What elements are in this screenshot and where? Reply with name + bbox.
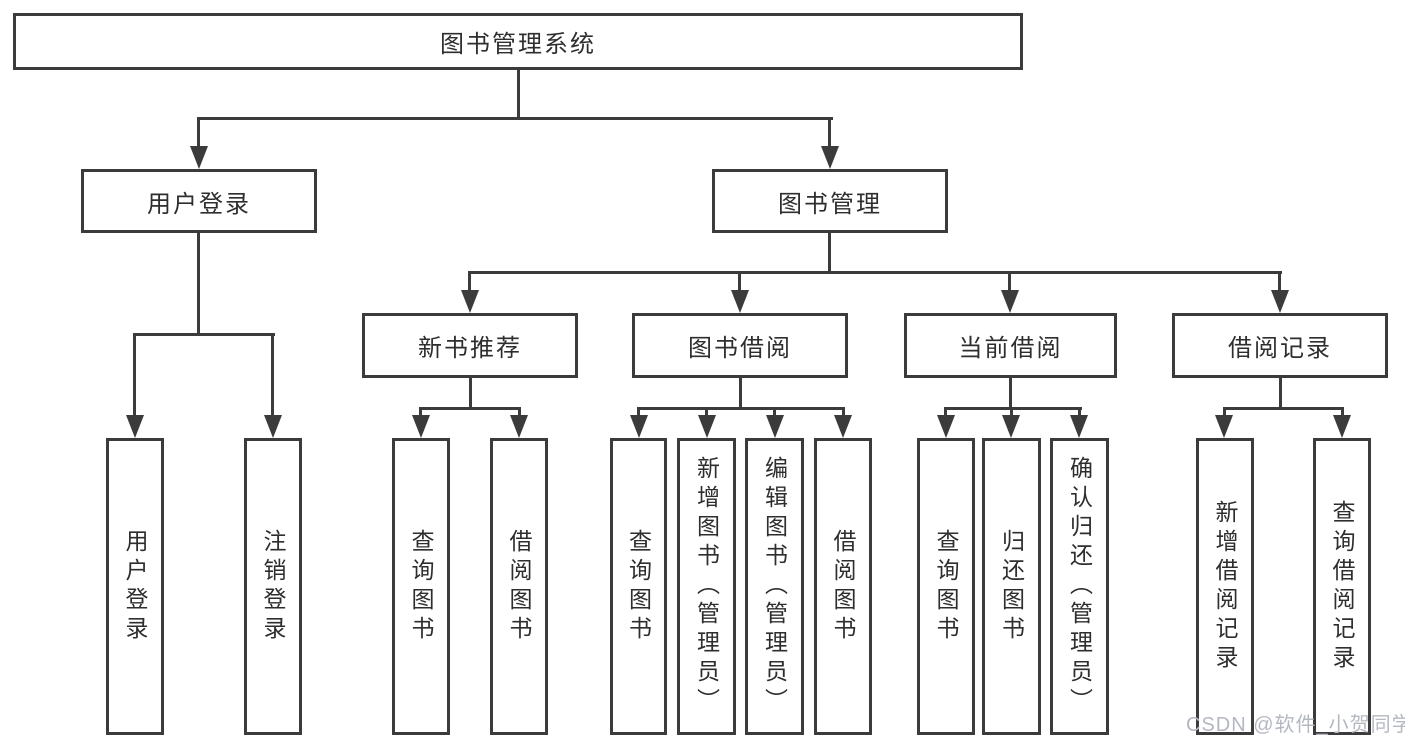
connector-line [271, 333, 274, 418]
arrow-down-icon [630, 415, 648, 438]
node-label: 查询借阅记录 [1329, 499, 1355, 674]
node-label: 新书推荐 [418, 335, 522, 362]
connector-line [1278, 271, 1281, 295]
node-label: 查询图书 [408, 528, 434, 645]
connector-line [828, 231, 831, 274]
node-label: 图书借阅 [688, 335, 792, 362]
node-label: 归还图书 [998, 528, 1025, 645]
connector-line [197, 232, 200, 336]
arrow-down-icon [264, 415, 282, 438]
node-label: 当前借阅 [958, 335, 1063, 362]
connector-line [197, 117, 200, 150]
connector-line [517, 69, 520, 120]
arrow-down-icon [821, 146, 839, 169]
connector-line [1341, 407, 1344, 419]
connector-line [1008, 271, 1011, 295]
connector-line [197, 117, 833, 120]
connector-line [468, 271, 1282, 274]
node-query-borrow-record: 查询借阅记录 [1313, 438, 1371, 735]
arrow-down-icon [731, 290, 749, 313]
node-label: 编辑图书（管理员） [761, 456, 788, 717]
connector-line [944, 407, 1082, 410]
connector-line [637, 407, 845, 410]
connector-line [1009, 377, 1012, 410]
node-logout: 注销登录 [244, 438, 302, 735]
node-current-borrow: 当前借阅 [904, 313, 1117, 378]
connector-line [133, 333, 136, 418]
node-label: 新增图书（管理员） [693, 456, 720, 717]
node-library-system: 图书管理系统 [13, 13, 1023, 70]
connector-line [828, 117, 831, 150]
arrow-down-icon [126, 415, 144, 438]
node-user-login-action: 用户登录 [106, 438, 164, 735]
arrow-down-icon [412, 415, 430, 438]
arrow-down-icon [461, 290, 479, 313]
node-label: 用户登录 [122, 528, 148, 645]
connector-line [1010, 407, 1013, 419]
node-edit-book-admin: 编辑图书（管理员） [745, 438, 804, 735]
node-label: 用户登录 [147, 190, 251, 218]
connector-line [1279, 377, 1282, 410]
connector-line [419, 407, 521, 410]
connector-line [773, 407, 776, 419]
arrow-down-icon [190, 146, 208, 169]
connector-line [637, 407, 640, 419]
connector-line [1223, 407, 1226, 419]
node-add-borrow-record: 新增借阅记录 [1196, 438, 1254, 735]
connector-line [705, 407, 708, 419]
arrow-down-icon [1070, 415, 1088, 438]
node-label: 确认归还（管理员） [1066, 456, 1093, 717]
csdn-watermark: CSDN @软件_小贺同学 [1186, 714, 1405, 736]
node-label: 借阅图书 [506, 528, 532, 645]
arrow-down-icon [1001, 290, 1019, 313]
node-query-books-current: 查询图书 [917, 438, 975, 735]
arrow-down-icon [510, 415, 528, 438]
connector-line [1078, 407, 1081, 419]
node-book-management: 图书管理 [712, 169, 948, 233]
node-borrow-book: 借阅图书 [814, 438, 872, 735]
node-label: 新增借阅记录 [1212, 499, 1238, 674]
node-user-login: 用户登录 [81, 169, 317, 233]
node-book-borrow: 图书借阅 [632, 313, 848, 378]
node-label: 查询图书 [933, 528, 959, 645]
node-label: 借阅图书 [830, 528, 856, 645]
connector-line [842, 407, 845, 419]
arrow-down-icon [1271, 290, 1289, 313]
node-label: 图书管理 [778, 190, 882, 218]
connector-line [133, 333, 275, 336]
node-confirm-return-admin: 确认归还（管理员） [1050, 438, 1109, 735]
node-label: 查询图书 [625, 528, 652, 645]
arrow-down-icon [698, 415, 716, 438]
connector-line [739, 377, 742, 410]
arrow-down-icon [937, 415, 955, 438]
connector-line [1223, 407, 1344, 410]
node-add-book-admin: 新增图书（管理员） [677, 438, 736, 735]
node-return-book: 归还图书 [982, 438, 1041, 735]
node-borrow-book-recommend: 借阅图书 [490, 438, 548, 735]
node-label: 借阅记录 [1228, 335, 1332, 362]
arrow-down-icon [766, 415, 784, 438]
arrow-down-icon [834, 415, 852, 438]
node-label: 图书管理系统 [440, 31, 596, 58]
arrow-down-icon [1333, 415, 1351, 438]
node-label: 注销登录 [260, 528, 286, 645]
node-query-books-recommend: 查询图书 [392, 438, 450, 735]
node-query-books-borrow: 查询图书 [610, 438, 667, 735]
connector-line [738, 271, 741, 295]
node-borrow-records: 借阅记录 [1172, 313, 1388, 378]
connector-line [419, 407, 422, 419]
arrow-down-icon [1215, 415, 1233, 438]
node-new-book-recommend: 新书推荐 [362, 313, 578, 378]
connector-line [944, 407, 947, 419]
connector-line [518, 407, 521, 419]
connector-line [468, 271, 471, 295]
connector-line [469, 377, 472, 410]
arrow-down-icon [1002, 415, 1020, 438]
